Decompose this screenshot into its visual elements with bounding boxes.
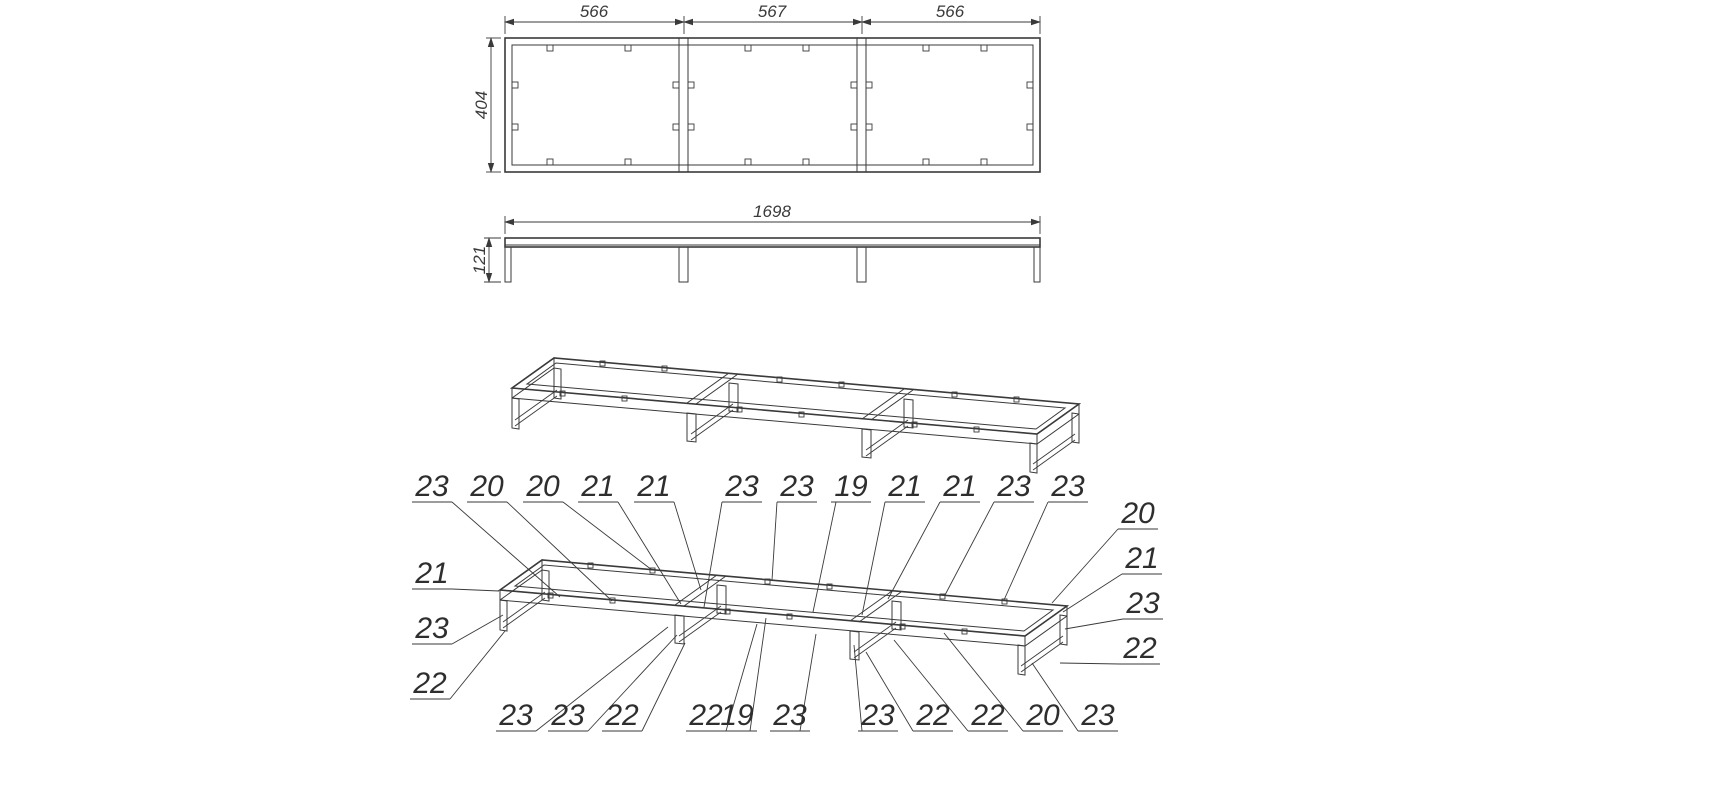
callout: 20 (1051, 497, 1158, 604)
callout: 21 (1062, 542, 1162, 613)
callout: 19 (717, 617, 767, 732)
callout: 22 (410, 630, 506, 700)
callout-number: 20 (1120, 497, 1155, 530)
dimension-front-height: 121 (470, 237, 501, 283)
callout-number: 23 (414, 470, 449, 503)
callout-number: 21 (942, 470, 976, 503)
callout-number: 23 (724, 470, 759, 503)
callout: 23 (853, 644, 898, 732)
callout: 21 (861, 470, 925, 616)
callout: 21 (578, 470, 682, 605)
callout-number: 22 (412, 667, 447, 700)
rail (504, 237, 1041, 248)
callout-number: 21 (887, 470, 921, 503)
callout-number: 21 (1124, 542, 1158, 575)
callout: 23 (496, 626, 669, 732)
callout-number: 20 (469, 470, 504, 503)
callouts-bottom: 23 23 22 22 19 23 23 22 22 20 23 (496, 617, 1118, 732)
callout-number: 21 (636, 470, 670, 503)
callout-number: 23 (498, 699, 533, 732)
callout-number: 19 (720, 699, 754, 732)
frame-inner-outline (511, 44, 1034, 166)
callout-number: 23 (996, 470, 1031, 503)
callout: 20 (523, 470, 653, 571)
callout-number: 19 (834, 470, 868, 503)
callouts-left: 21 23 22 (410, 557, 506, 700)
front-view: 1698 121 (470, 202, 1041, 283)
callout-number: 23 (1050, 470, 1085, 503)
callout: 22 (893, 639, 1008, 732)
callout-number: 21 (414, 557, 448, 590)
callout: 22 (686, 623, 758, 732)
dimension-front-length: 1698 (504, 202, 1041, 234)
callout: 23 (412, 470, 561, 598)
dimension-label: 566 (936, 2, 965, 21)
mounting-tabs (511, 44, 1034, 166)
leg-mid-left (678, 246, 689, 283)
callout: 22 (865, 651, 953, 732)
callout-number: 22 (1122, 632, 1157, 665)
callout-number: 23 (550, 699, 585, 732)
iso-frame (509, 357, 1082, 445)
top-view: 566 567 566 404 (472, 2, 1041, 173)
iso-legs (511, 367, 1080, 474)
dimension-label: 1698 (753, 202, 791, 221)
callout: 21 (634, 470, 702, 591)
callout-number: 22 (604, 699, 639, 732)
callout-number: 22 (688, 699, 723, 732)
dimension-label: 404 (472, 91, 491, 119)
callout: 23 (944, 470, 1034, 596)
dimension-top-height: 404 (472, 37, 501, 173)
leg-left (504, 246, 512, 283)
callout: 23 (548, 634, 678, 732)
leg-right (1033, 246, 1041, 283)
isometric-view (509, 357, 1082, 474)
callout: 23 (771, 470, 817, 581)
callout: 23 (1031, 662, 1118, 732)
callout-number: 23 (772, 699, 807, 732)
callout-number: 22 (915, 699, 950, 732)
callout-number: 23 (1080, 699, 1115, 732)
isometric-callout-view: 23 20 20 21 21 23 23 19 21 21 23 23 21 2… (410, 470, 1163, 732)
iso2-frame (497, 559, 1070, 647)
callout-number: 20 (525, 470, 560, 503)
dimension-label: 566 (580, 2, 609, 21)
callout: 22 (602, 642, 686, 732)
callout: 23 (1003, 470, 1088, 601)
callout: 20 (943, 632, 1063, 732)
callout-number: 23 (779, 470, 814, 503)
callout: 23 (770, 633, 817, 732)
callout-number: 23 (1125, 587, 1160, 620)
callout-number: 23 (860, 699, 895, 732)
callout: 23 (703, 470, 762, 608)
callout: 21 (887, 470, 980, 600)
callout: 22 (1059, 632, 1160, 665)
divider-right (856, 37, 867, 173)
dimension-top-widths: 566 567 566 (504, 2, 1041, 34)
callout-number: 22 (970, 699, 1005, 732)
divider-left (678, 37, 689, 173)
iso-tabs (559, 360, 1020, 433)
callout: 23 (412, 612, 504, 645)
dimension-label: 121 (470, 246, 489, 274)
callout: 23 (1064, 587, 1163, 630)
callout: 20 (467, 470, 613, 602)
callout-number: 20 (1025, 699, 1060, 732)
callout: 21 (412, 557, 500, 592)
callout: 19 (812, 470, 871, 613)
callouts-top: 23 20 20 21 21 23 23 19 21 21 23 23 (412, 470, 1088, 616)
frame-outline (504, 37, 1041, 173)
callout-number: 21 (580, 470, 614, 503)
callouts-right: 20 21 23 22 (1051, 497, 1163, 665)
dimension-label: 567 (758, 2, 787, 21)
iso2-legs (499, 569, 1068, 676)
callout-number: 23 (414, 612, 449, 645)
leg-mid-right (856, 246, 867, 283)
